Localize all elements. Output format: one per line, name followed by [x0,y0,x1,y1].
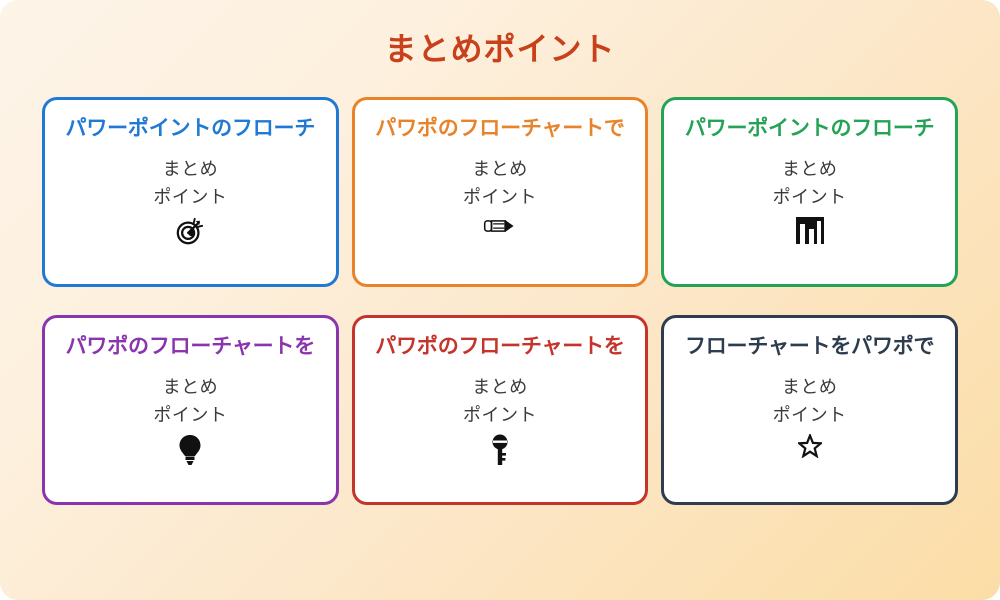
pencil-icon [483,216,517,236]
card-3-title: パワーポイントのフローチ [684,117,935,141]
bar-chart-icon [795,216,824,244]
card-3-body: まとめ ポイント [772,159,847,208]
lightbulb-icon [178,434,202,466]
card-4-title: パワポのフローチャートを [65,335,316,359]
key-icon [490,434,510,466]
summary-card-2[interactable]: パワポのフローチャートで まとめ ポイント [351,97,649,288]
card-2-body: まとめ ポイント [462,159,537,208]
summary-card-5[interactable]: パワポのフローチャートを まとめ ポイント [351,315,649,506]
summary-card-4[interactable]: パワポのフローチャートを まとめ ポイント [42,315,339,506]
card-4-body: まとめ ポイント [153,377,228,426]
card-6-title: フローチャートをパワポで [684,335,935,359]
summary-card-3[interactable]: パワーポイントのフローチ まとめ ポイント [661,97,958,288]
dart-target-icon [175,216,205,246]
summary-card-6[interactable]: フローチャートをパワポで まとめ ポイント [661,315,958,506]
card-1-title: パワーポイントのフローチ [65,117,316,141]
summary-card-1[interactable]: パワーポイントのフローチ まとめ ポイント [42,97,339,288]
card-5-body: まとめ ポイント [462,377,537,426]
page-title: まとめポイント [384,31,616,67]
card-5-title: パワポのフローチャートを [375,335,625,359]
summary-card-grid: パワーポイントのフローチ まとめ ポイント パワポのフローチャートで まとめ ポ… [42,97,958,506]
card-6-body: まとめ ポイント [772,377,847,426]
card-1-body: まとめ ポイント [153,159,228,208]
card-2-title: パワポのフローチャートで [375,117,625,141]
star-icon [797,433,822,458]
